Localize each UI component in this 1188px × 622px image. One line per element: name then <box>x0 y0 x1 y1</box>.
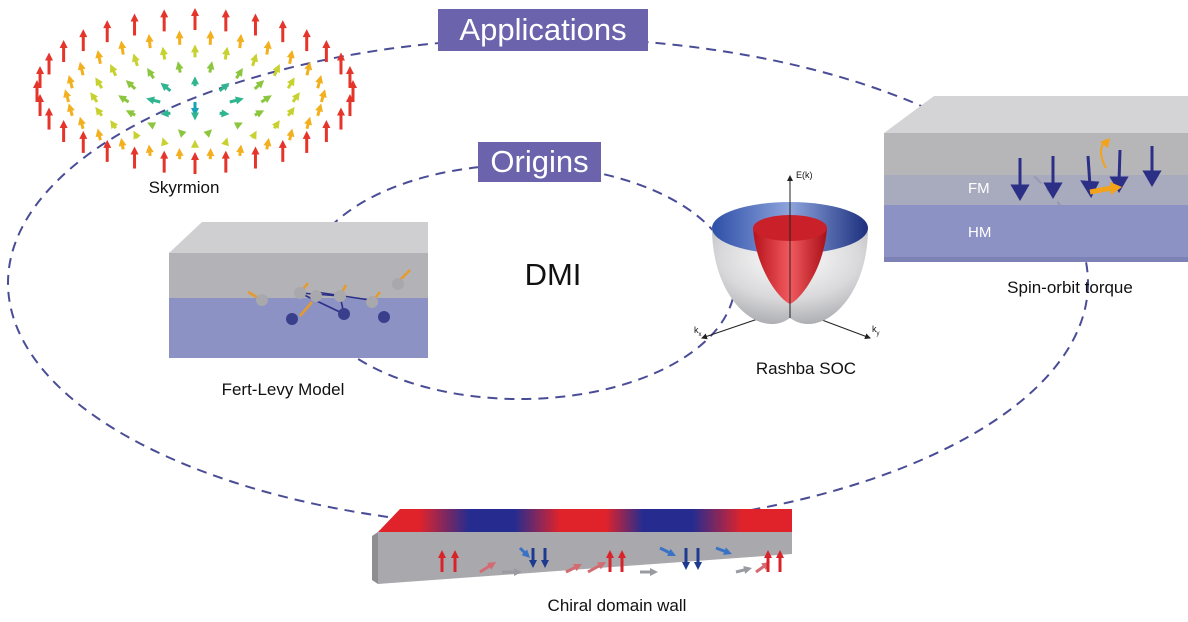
energy-axis-label: E(k) <box>796 170 813 180</box>
chiral-domain-wall-strip <box>372 509 792 584</box>
domain-wall-spin-arrows <box>438 546 784 576</box>
hm-layer-label: HM <box>968 224 991 241</box>
sot-spin-arrows <box>1010 146 1162 201</box>
center-label: DMI <box>525 257 582 292</box>
chiral-domain-wall-label: Chiral domain wall <box>548 596 687 615</box>
ky-axis-label: ky <box>872 324 880 337</box>
origins-heading: Origins <box>478 142 601 182</box>
skyrmion-illustration <box>33 8 357 174</box>
applications-heading: Applications <box>438 9 648 51</box>
spin-orbit-torque-label: Spin-orbit torque <box>1007 278 1133 297</box>
torque-arrow-current <box>1089 185 1113 195</box>
fert-levy-label: Fert-Levy Model <box>222 380 345 399</box>
skyrmion-label: Skyrmion <box>149 178 220 197</box>
rashba-soc-surface <box>701 175 871 340</box>
kx-axis-label: kx <box>694 325 702 338</box>
fm-layer-label: FM <box>968 180 990 197</box>
fert-levy-block <box>169 222 428 358</box>
rashba-soc-label: Rashba SOC <box>756 359 856 378</box>
spin-orbit-torque-block <box>884 96 1188 262</box>
